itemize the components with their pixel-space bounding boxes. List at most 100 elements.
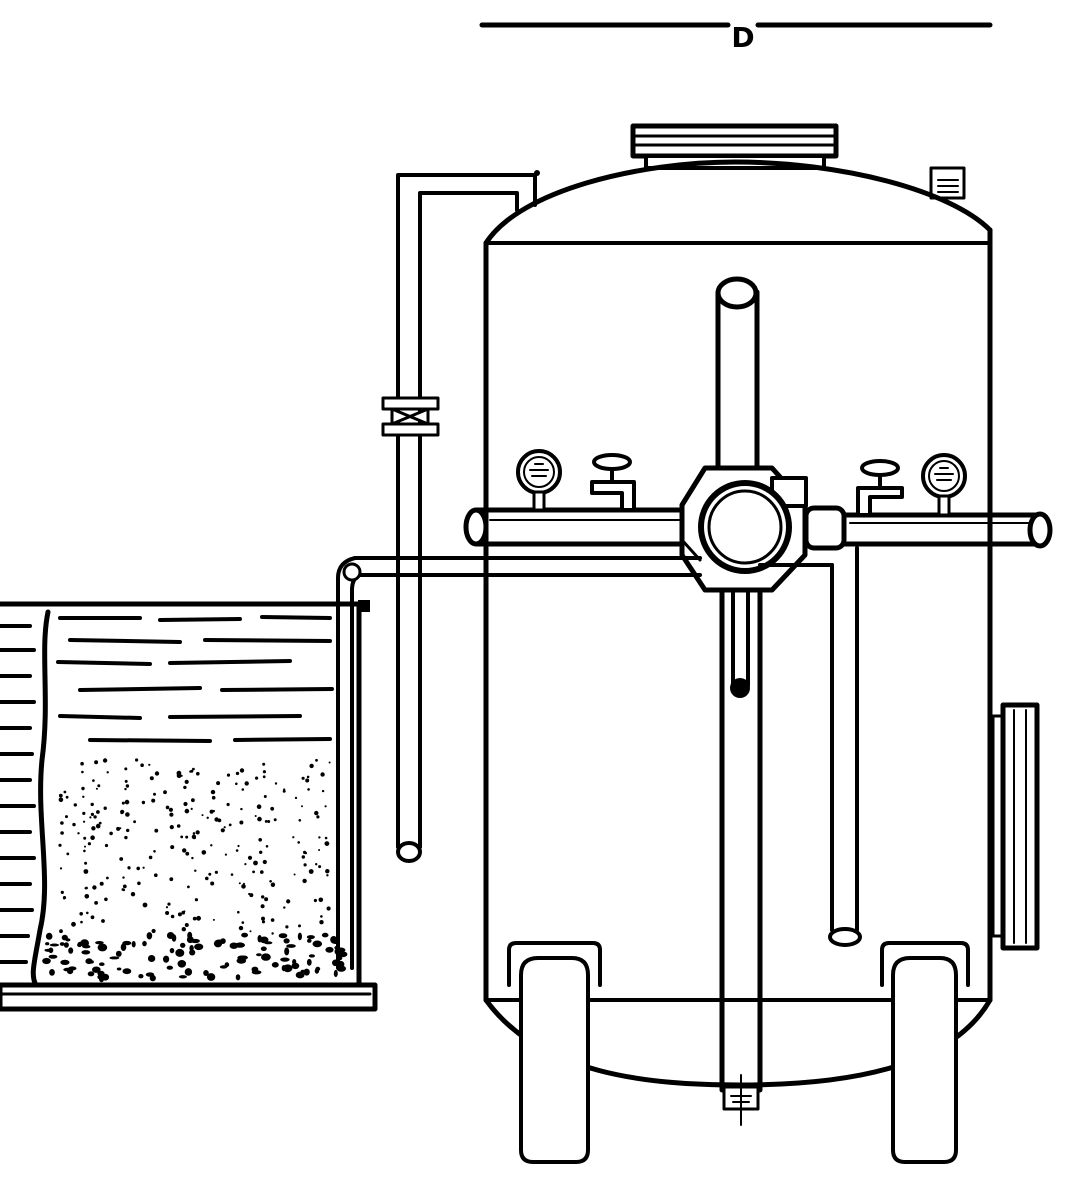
sediment-dot: [185, 835, 189, 839]
sediment-dot: [270, 918, 275, 922]
sediment-dot: [254, 815, 257, 817]
sediment-dot: [90, 835, 95, 840]
sediment-dot: [270, 806, 275, 811]
sediment-dot: [149, 776, 154, 781]
sediment-dot: [194, 869, 197, 872]
sediment-dot: [95, 787, 98, 790]
backwash-line: [396, 170, 540, 863]
sediment-dot: [86, 911, 89, 915]
sediment-dot: [325, 869, 330, 874]
sediment-dot: [191, 798, 195, 803]
gravel-pebble: [99, 962, 105, 966]
gravel-pebble: [300, 969, 306, 973]
gravel-pebble: [59, 942, 65, 946]
sediment-dot: [262, 775, 266, 779]
gravel-pebble: [63, 942, 69, 948]
sediment-dot: [318, 865, 322, 869]
sediment-dot: [262, 859, 267, 865]
sediment-dot: [79, 912, 83, 916]
dimension-label: D: [731, 21, 754, 54]
sediment-dot: [239, 820, 244, 825]
gravel-pebble: [325, 946, 334, 953]
sediment-dot: [119, 827, 122, 830]
sediment-dot: [109, 831, 113, 836]
sediment-layer: [58, 758, 331, 935]
gravel-pebble: [138, 974, 144, 979]
sediment-dot: [301, 776, 305, 780]
gravel-pebble: [336, 956, 343, 961]
sediment-dot: [261, 920, 266, 924]
sediment-dot: [326, 874, 329, 877]
sediment-dot: [124, 787, 127, 791]
sediment-dot: [181, 927, 186, 932]
sediment-dot: [320, 772, 325, 777]
sediment-dot: [240, 807, 243, 811]
sediment-dot: [93, 815, 97, 819]
sediment-dot: [82, 795, 85, 798]
sediment-dot: [256, 804, 262, 809]
gravel-pebble: [333, 969, 338, 978]
sediment-dot: [151, 798, 156, 803]
sediment-dot: [252, 870, 256, 874]
sediment-dot: [271, 932, 274, 935]
sediment-dot: [319, 920, 324, 925]
sediment-dot: [116, 826, 121, 831]
sediment-dot: [210, 789, 216, 795]
sediment-dot: [224, 853, 227, 856]
sediment-dot: [244, 863, 247, 866]
sediment-dot: [125, 812, 130, 817]
sediment-dot: [142, 902, 148, 908]
sediment-dot: [83, 836, 87, 840]
sediment-dot: [244, 781, 249, 786]
pressure-gauge-left-icon: [516, 449, 562, 512]
gravel-pebble: [315, 966, 321, 972]
sediment-dot: [182, 848, 187, 853]
central-pipe-lower: [719, 572, 763, 1093]
sediment-dot: [128, 867, 131, 870]
gravel-pebble: [142, 940, 147, 947]
gravel-pebble: [306, 935, 315, 940]
gravel-pebble: [87, 971, 95, 977]
sediment-dot: [106, 876, 109, 880]
gravel-pebble: [215, 939, 223, 944]
sediment-dot: [58, 793, 63, 798]
gravel-pebble: [297, 932, 302, 941]
sediment-dot: [121, 801, 125, 805]
gravel-pebble: [278, 933, 288, 939]
gravel-pebble: [45, 942, 50, 946]
sediment-dot: [205, 876, 209, 881]
sediment-dot: [209, 809, 214, 814]
sediment-dot: [294, 796, 298, 800]
sediment-dot: [95, 823, 101, 829]
sediment-dot: [220, 828, 225, 833]
sediment-dot: [309, 763, 314, 769]
gravel-pebble: [48, 954, 58, 959]
gravel-pebble: [116, 967, 122, 971]
sediment-dot: [183, 785, 187, 790]
sediment-dot: [63, 790, 67, 794]
sediment-dot: [124, 779, 128, 783]
sediment-dot: [60, 890, 64, 895]
gravel-pebble: [261, 953, 271, 961]
sediment-dot: [98, 821, 102, 825]
gravel-pebble: [240, 955, 248, 960]
sediment-dot: [126, 828, 130, 833]
gravel-pebble: [89, 960, 94, 964]
sediment-dot: [282, 789, 286, 793]
sediment-dot: [237, 910, 240, 914]
sediment-dot: [72, 822, 76, 827]
sediment-dot: [168, 807, 173, 812]
gravel-pebble: [45, 932, 53, 940]
gravel-pebble: [109, 956, 120, 960]
sediment-dot: [241, 788, 245, 791]
central-pipe-upper: [715, 276, 760, 473]
sediment-dot: [192, 832, 196, 835]
gravel-pebble: [308, 954, 315, 958]
sediment-dot: [90, 812, 94, 817]
sediment-dot: [59, 867, 63, 870]
sediment-dot: [270, 882, 276, 887]
sediment-dot: [298, 819, 302, 822]
sediment-dot: [165, 805, 170, 810]
sediment-dot: [253, 860, 258, 866]
